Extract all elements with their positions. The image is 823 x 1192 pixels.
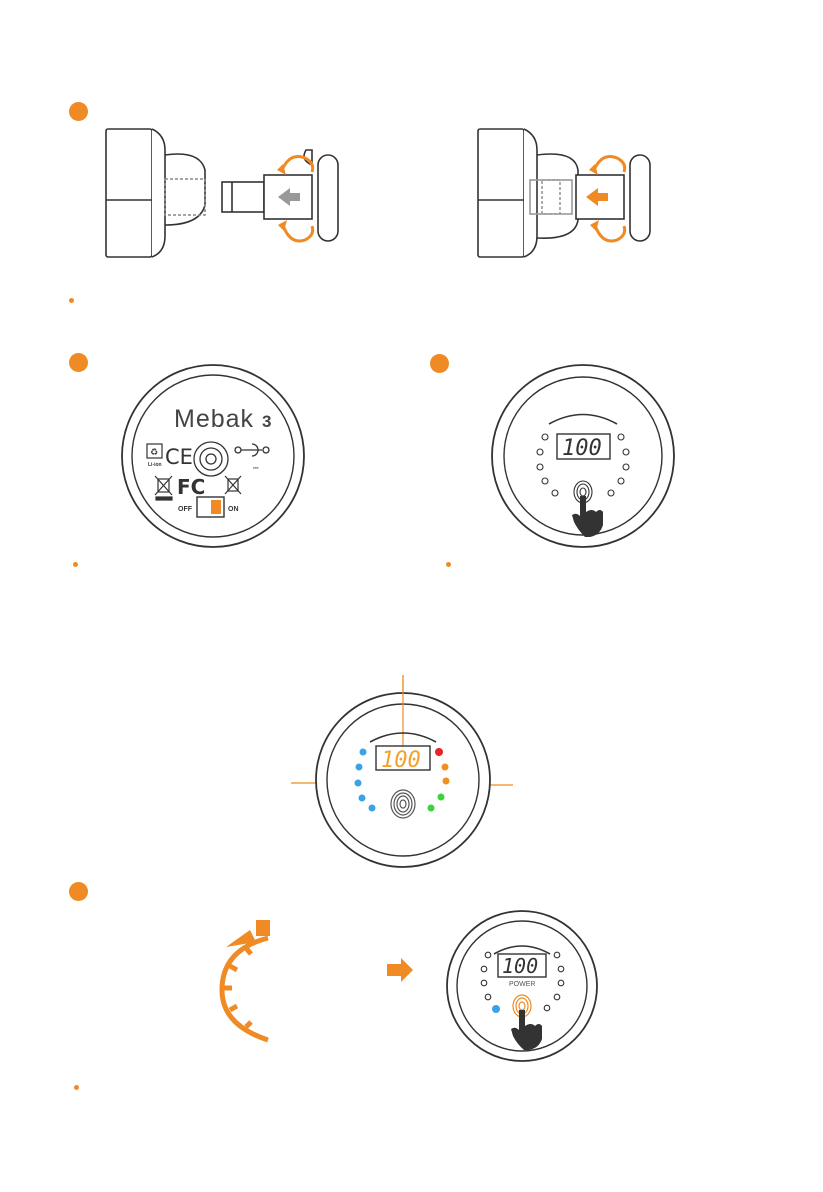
arrow-right-icon (387, 958, 413, 982)
blue-led (492, 1005, 500, 1013)
power-label: POWER (509, 981, 535, 988)
power-display-value: 100 (502, 954, 538, 978)
gauge-icon (222, 938, 268, 1040)
